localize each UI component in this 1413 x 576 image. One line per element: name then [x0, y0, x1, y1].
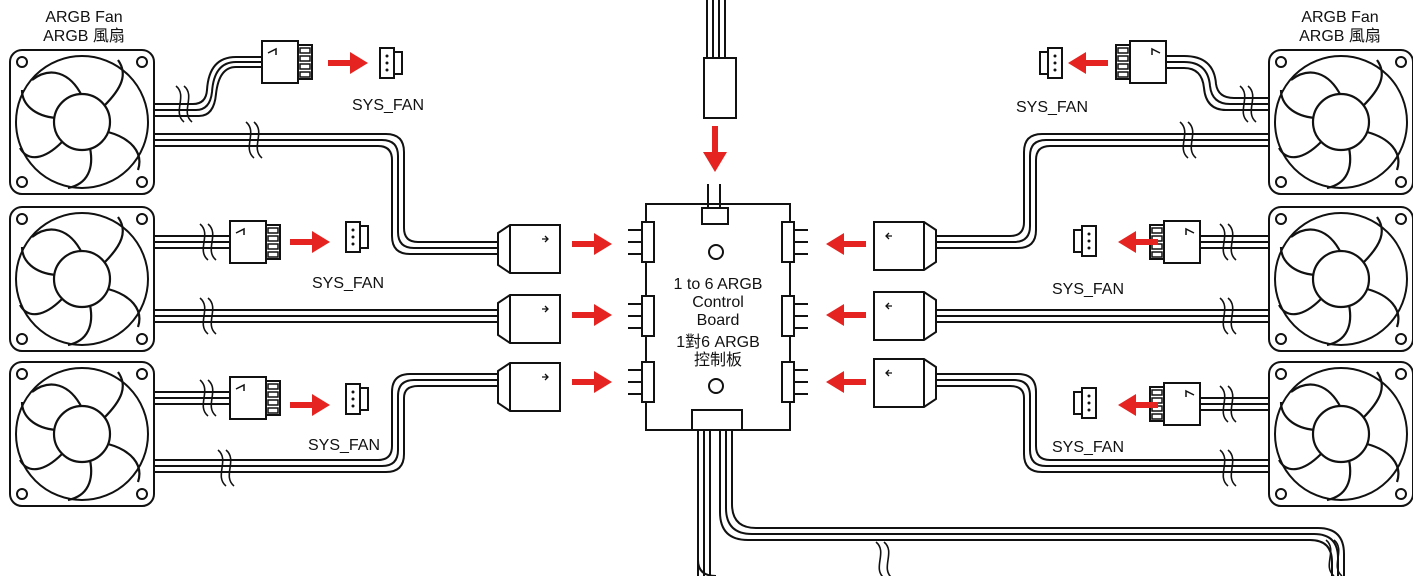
right-cables: [934, 55, 1269, 473]
argb-fan-4-icon: [1267, 48, 1413, 196]
sys-fan-header-icon: [345, 221, 369, 253]
red-arrow-icon: [703, 152, 727, 172]
fan-4pin-connector-icon: [229, 376, 281, 420]
fan-title-zh: ARGB 風扇: [1299, 28, 1381, 45]
power-connector-icon: [691, 409, 743, 431]
board-line-5: 控制板: [693, 352, 742, 369]
argb-plug-icon: [873, 291, 937, 341]
sys-fan-header-icon: [1039, 47, 1063, 79]
sys-fan-label: SYS_FAN: [312, 275, 385, 292]
board-line-3: Board: [696, 312, 740, 329]
fan-title-zh: ARGB 風扇: [43, 28, 125, 45]
board-input-header: [701, 184, 729, 225]
red-arrow-icon: [290, 231, 330, 253]
sys-fan-header-icon: [345, 383, 369, 415]
cable-break-icon: [1325, 539, 1343, 576]
sys-fan-label: SYS_FAN: [352, 97, 425, 114]
argb-fan-2-icon: [8, 205, 156, 353]
cable-break-icon: [875, 541, 893, 576]
cable-break-icon: [217, 449, 235, 487]
fan-4pin-connector-icon: [229, 220, 281, 264]
mount-hole-icon: [708, 244, 724, 260]
board-pin-header-icon: [627, 221, 655, 263]
red-arrow-icon: [290, 394, 330, 416]
argb-plug-icon: [497, 362, 561, 412]
fan-4pin-connector-icon: [1115, 40, 1167, 84]
fan-title-en: ARGB Fan: [45, 9, 123, 26]
power-cable: [697, 430, 1345, 576]
sys-fan-header-icon: [1073, 387, 1097, 419]
fan-label-right: ARGB Fan ARGB 風扇: [1290, 8, 1390, 46]
red-arrow-icon: [826, 371, 866, 393]
argb-fan-6-icon: [1267, 360, 1413, 508]
argb-plug-icon: [873, 358, 937, 408]
argb-fan-3-icon: [8, 360, 156, 508]
sys-fan-label: SYS_FAN: [1016, 99, 1089, 116]
board-label: 1 to 6 ARGB Control Board 1對6 ARGB 控制板: [650, 276, 786, 370]
red-arrow-icon: [572, 233, 612, 255]
sys-fan-label: SYS_FAN: [1052, 281, 1125, 298]
red-arrow-icon: [572, 304, 612, 326]
argb-fan-1-icon: [8, 48, 156, 196]
sys-fan-header-icon: [1073, 225, 1097, 257]
left-cables: [154, 56, 500, 473]
sys-fan-label: SYS_FAN: [308, 437, 381, 454]
cable-break-icon: [1219, 449, 1237, 487]
fan-title-en: ARGB Fan: [1301, 9, 1379, 26]
board-line-2: Control: [692, 294, 744, 311]
red-arrow-icon: [1068, 52, 1108, 74]
board-line-4: 1對6 ARGB: [676, 334, 760, 351]
red-arrow-icon: [328, 52, 368, 74]
red-arrow-icon: [826, 233, 866, 255]
sys-fan-header-icon: [379, 47, 403, 79]
red-arrow-icon: [826, 304, 866, 326]
argb-plug-icon: [497, 224, 561, 274]
argb-fan-5-icon: [1267, 205, 1413, 353]
board-pin-header-icon: [781, 221, 809, 263]
mount-hole-icon: [708, 378, 724, 394]
red-arrow-icon: [572, 371, 612, 393]
input-plug-icon: [703, 57, 737, 119]
argb-plug-icon: [497, 294, 561, 344]
argb-plug-icon: [873, 221, 937, 271]
board-line-1: 1 to 6 ARGB: [673, 276, 763, 293]
top-input-cable: [706, 0, 726, 58]
fan-4pin-connector-icon: [261, 40, 313, 84]
fan-label-left: ARGB Fan ARGB 風扇: [34, 8, 134, 46]
sys-fan-label: SYS_FAN: [1052, 439, 1125, 456]
